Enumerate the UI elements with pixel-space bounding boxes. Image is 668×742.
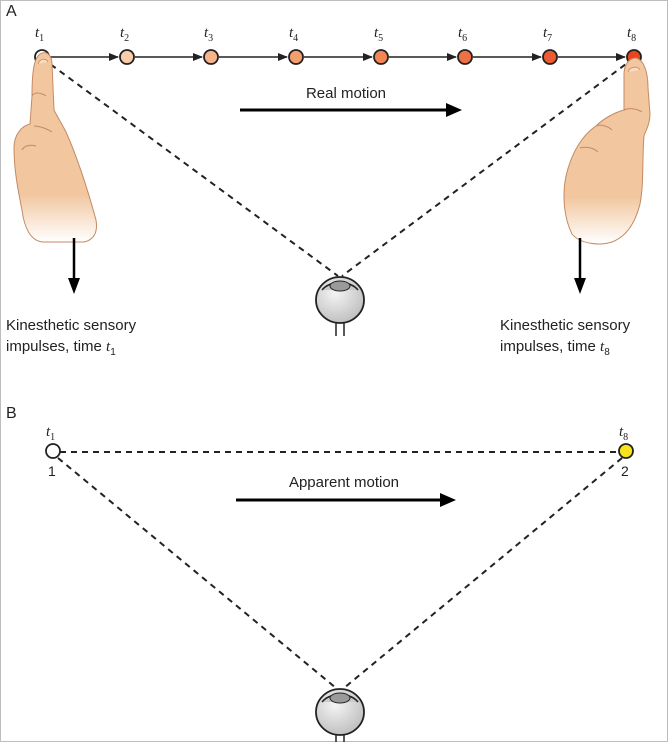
panel-a-label: A	[6, 3, 17, 20]
panel-a-sightline-right	[341, 57, 635, 277]
time-label-8: t8	[627, 25, 636, 44]
real-motion-arrow	[240, 103, 462, 117]
right-down-arrow	[574, 238, 586, 294]
left-caption-line1: Kinesthetic sensory	[6, 317, 137, 334]
right-caption-line1: Kinesthetic sensory	[500, 317, 631, 334]
time-label-2: t2	[120, 25, 129, 44]
right-caption-line2: impulses, time t8	[500, 338, 610, 358]
panel-b-t1-label: t1	[46, 424, 55, 443]
time-label-1: t1	[35, 25, 44, 44]
panel-a-sightline-left	[41, 57, 339, 277]
panel-b-number-2: 2	[621, 463, 629, 479]
time-label-6: t6	[458, 25, 467, 44]
left-caption-line2: impulses, time t1	[6, 338, 116, 358]
panel-a-time-labels: t1 t2 t3 t4 t5 t6 t7 t8	[35, 25, 636, 44]
panel-b-sightline-left	[57, 457, 337, 689]
time-point-2	[119, 49, 135, 65]
time-point-5	[373, 49, 389, 65]
time-point-3	[203, 49, 219, 65]
eye-icon-b	[315, 688, 365, 742]
time-label-3: t3	[204, 25, 213, 44]
left-down-arrow	[68, 238, 80, 294]
panel-b-point-2	[618, 443, 634, 459]
time-point-4	[288, 49, 304, 65]
panel-b-label: B	[6, 405, 17, 422]
eye-icon	[315, 276, 365, 336]
time-label-4: t4	[289, 25, 298, 44]
panel-b-sightline-right	[343, 457, 623, 689]
apparent-motion-arrow	[236, 493, 456, 507]
time-label-5: t5	[374, 25, 383, 44]
left-hand-icon	[13, 52, 97, 243]
time-point-6	[457, 49, 473, 65]
right-hand-icon	[563, 57, 651, 245]
panel-b-t8-label: t8	[619, 424, 628, 443]
time-point-7	[542, 49, 558, 65]
time-label-7: t7	[543, 25, 552, 44]
panel-b-point-1	[45, 443, 61, 459]
apparent-motion-label: Apparent motion	[289, 474, 399, 491]
real-motion-label: Real motion	[306, 85, 386, 102]
panel-b-number-1: 1	[48, 463, 56, 479]
